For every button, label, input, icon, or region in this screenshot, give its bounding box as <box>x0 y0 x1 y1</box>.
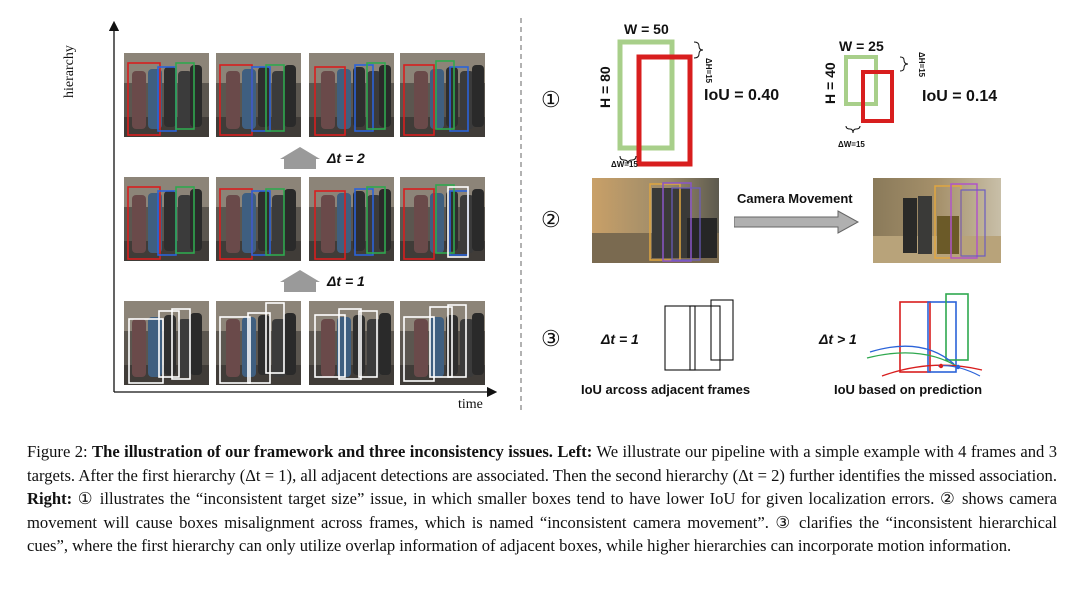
big-h-label: H = 80 <box>597 66 613 108</box>
row3-left-dt-label: Δt = 1 <box>601 331 639 347</box>
camera-frame-after <box>873 178 1001 263</box>
panel-divider <box>520 18 522 413</box>
big-dw-label: ΔW=15 <box>611 160 638 169</box>
row3-left-caption: IoU arcoss adjacent frames <box>581 382 751 397</box>
up-arrow-dt1 <box>280 270 320 292</box>
y-axis-label: hierarchy <box>62 45 77 98</box>
small-dw-label: ΔW=15 <box>838 140 865 149</box>
big-box-diagram <box>617 39 704 167</box>
up-arrow-dt2 <box>280 147 320 169</box>
dt2-label: Δt = 2 <box>327 150 365 166</box>
big-iou-label: IoU = 0.40 <box>704 87 780 104</box>
camera-movement-label: Camera Movement <box>737 191 853 206</box>
small-h-label: H = 40 <box>822 62 838 104</box>
big-red-box <box>636 54 693 167</box>
video-frame <box>216 301 301 385</box>
row3-right-dt-label: Δt > 1 <box>819 331 857 347</box>
row2-number: ② <box>541 207 561 232</box>
small-red-box <box>861 70 894 123</box>
video-frame <box>400 177 485 261</box>
small-w-label: W = 25 <box>839 38 884 54</box>
hierarchy-axes <box>108 20 498 398</box>
video-frame <box>216 53 301 137</box>
video-frame <box>400 301 485 385</box>
row3-right-caption: IoU based on prediction <box>834 382 983 397</box>
dh-brace-big <box>693 41 704 59</box>
adjacent-boxes-diagram <box>664 299 734 371</box>
video-frame <box>309 301 394 385</box>
caption-text-1: We illustrate our pipeline with a simple… <box>27 442 1058 485</box>
caption-bold-right: Right: <box>27 489 73 508</box>
caption-prefix: Figure 2: <box>27 442 93 461</box>
video-frame <box>309 177 394 261</box>
caption-text-2: ① illustrates the “inconsistent target s… <box>27 489 1057 555</box>
row3-number: ③ <box>541 326 561 351</box>
row1-number: ① <box>541 87 561 112</box>
video-frame <box>216 177 301 261</box>
prediction-boxes-diagram <box>866 293 983 377</box>
caption-bold-title: The illustration of our framework and th… <box>92 442 593 461</box>
big-green-box <box>617 39 675 151</box>
dw-brace-small <box>845 125 861 134</box>
camera-frame-before <box>592 178 719 263</box>
big-w-label: W = 50 <box>624 21 669 37</box>
video-frame <box>309 53 394 137</box>
small-iou-label: IoU = 0.14 <box>922 88 998 105</box>
figure-caption: Figure 2: The illustration of our framew… <box>27 440 1057 558</box>
video-frame <box>124 53 209 137</box>
small-dh-label: ΔH=15 <box>917 52 926 78</box>
camera-movement-arrow <box>734 210 860 234</box>
dh-brace-small <box>899 56 909 72</box>
video-frame <box>124 301 209 385</box>
small-box-diagram <box>844 55 909 134</box>
video-frame <box>400 53 485 137</box>
dw-brace-big <box>619 155 637 165</box>
video-frame <box>124 177 209 261</box>
dt1-label: Δt = 1 <box>327 273 365 289</box>
x-axis-label: time <box>458 397 483 412</box>
